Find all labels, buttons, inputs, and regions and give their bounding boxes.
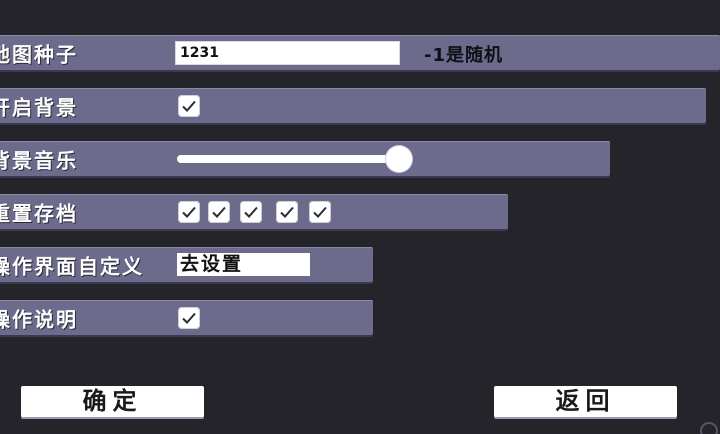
ui-customize-row: 操作界面自定义 去设置 (0, 247, 373, 282)
checkmark-icon (313, 206, 327, 218)
instructions-row: 操作说明 (0, 300, 373, 335)
save-slot-checkbox-4[interactable] (276, 201, 298, 223)
circle-icon (700, 422, 718, 434)
instructions-checkbox[interactable] (178, 307, 200, 329)
background-label: 开启背景 (0, 95, 78, 119)
music-volume-slider[interactable] (177, 155, 401, 163)
save-slot-checkbox-1[interactable] (178, 201, 200, 223)
ui-customize-label: 操作界面自定义 (0, 254, 144, 278)
save-slot-checkbox-3[interactable] (240, 201, 262, 223)
checkmark-icon (244, 206, 258, 218)
checkmark-icon (182, 206, 196, 218)
music-row: 背景音乐 (0, 141, 610, 176)
checkmark-icon (280, 206, 294, 218)
seed-label: 地图种子 (0, 42, 78, 66)
save-slot-checkbox-2[interactable] (208, 201, 230, 223)
confirm-button[interactable]: 确定 (21, 386, 204, 417)
background-checkbox[interactable] (178, 95, 200, 117)
checkmark-icon (182, 312, 196, 324)
go-settings-button[interactable]: 去设置 (177, 253, 310, 276)
save-slot-checkbox-5[interactable] (309, 201, 331, 223)
reset-label: 重置存档 (0, 201, 78, 225)
checkmark-icon (212, 206, 226, 218)
back-button[interactable]: 返回 (494, 386, 677, 417)
seed-hint: -1是随机 (424, 45, 503, 66)
background-row: 开启背景 (0, 88, 706, 123)
seed-row: 地图种子 1231 -1是随机 (0, 35, 720, 70)
instructions-label: 操作说明 (0, 307, 78, 331)
music-label: 背景音乐 (0, 148, 78, 172)
seed-input[interactable]: 1231 (175, 41, 400, 65)
reset-row: 重置存档 (0, 194, 508, 229)
checkmark-icon (182, 100, 196, 112)
music-volume-thumb[interactable] (386, 146, 412, 172)
